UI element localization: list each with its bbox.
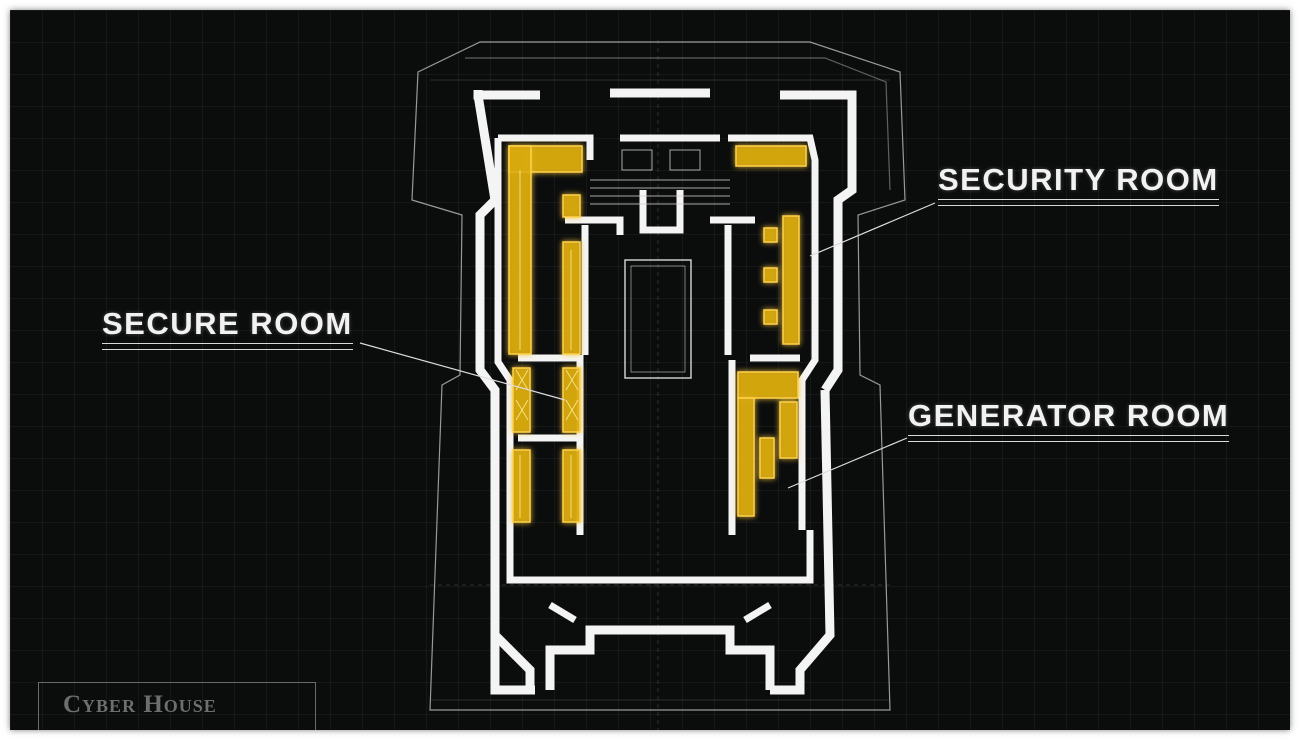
map-title-plate: Cyber House [38, 682, 316, 730]
security-room-label: SECURITY ROOM [938, 162, 1219, 206]
map-title: Cyber House [63, 691, 217, 718]
leader-lines [359, 202, 936, 489]
secure-room-label: SECURE ROOM [102, 306, 353, 350]
floor-plan-diagram [359, 40, 936, 730]
inner-walls [494, 134, 819, 624]
floor-plan-view: SECURITY ROOM SECURE ROOM GENERATOR ROOM… [10, 10, 1290, 730]
construction-lines [430, 40, 890, 730]
stairwell [590, 149, 730, 205]
secure-room-highlight [508, 145, 583, 523]
central-hall [624, 259, 692, 379]
outer-outline [411, 41, 906, 711]
security-room-highlight [735, 145, 807, 345]
generator-room-label: GENERATOR ROOM [908, 398, 1230, 442]
generator-room-highlight [737, 371, 799, 517]
secure-room-details [515, 170, 579, 518]
